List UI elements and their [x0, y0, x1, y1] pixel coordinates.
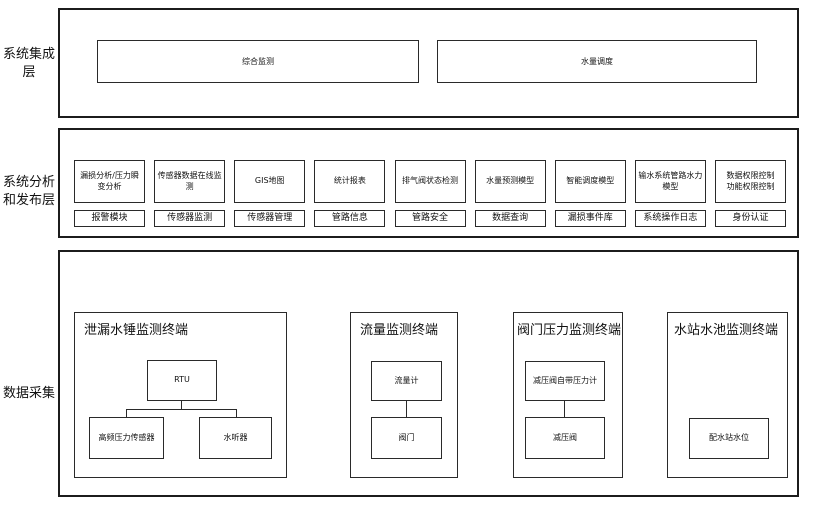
- rtu-box: RTU: [147, 360, 217, 401]
- water-station-level-box: 配水站水位: [689, 418, 769, 459]
- pressure-reducing-valve-gauge-box: 减压阀自带压力计: [525, 361, 605, 401]
- connector-line: [181, 401, 182, 410]
- analysis-module-row: 漏损分析/压力瞬变分析 传感器数据在线监测 GIS地图 统计报表 排气阀状态检测…: [74, 160, 786, 203]
- pressure-reducing-valve-box: 减压阀: [525, 417, 605, 459]
- submodule-box-pipeline-info: 管路信息: [314, 210, 386, 227]
- submodule-box-system-operation-log: 系统操作日志: [634, 210, 706, 227]
- module-box-smart-dispatch-model: 智能调度模型: [554, 160, 626, 203]
- water-dispatch-box: 水量调度: [437, 40, 757, 83]
- valve-box: 阀门: [371, 417, 442, 459]
- submodule-box-identity-auth: 身份认证: [715, 210, 786, 227]
- flow-monitoring-terminal-group: 流量监测终端 流量计 阀门: [350, 312, 458, 478]
- module-box-statistic-report: 统计报表: [314, 160, 386, 203]
- flow-meter-box: 流量计: [371, 361, 442, 401]
- flow-monitoring-terminal-title: 流量监测终端: [360, 323, 439, 338]
- module-box-air-valve-status: 排气阀状态检测: [394, 160, 466, 203]
- leak-water-hammer-terminal-group: 泄漏水锤监测终端 RTU 高频压力传感器 水听器: [74, 312, 287, 478]
- connector-line: [126, 409, 237, 410]
- module-box-sensor-online-monitoring: 传感器数据在线监测: [154, 160, 226, 203]
- submodule-box-sensor-management: 传感器管理: [234, 210, 306, 227]
- connector-line: [126, 409, 127, 418]
- submodule-box-alarm-module: 报警模块: [74, 210, 145, 227]
- data-collection-layer-label: 数据采集: [2, 386, 55, 401]
- water-station-pool-terminal-title: 水站水池监测终端: [674, 323, 779, 338]
- integration-layer-label: 系统集成层: [2, 47, 55, 81]
- connector-line: [564, 401, 565, 417]
- valve-pressure-terminal-title: 阀门压力监测终端: [517, 323, 622, 338]
- module-box-permission-control: 数据权限控制 功能权限控制: [715, 160, 786, 203]
- hydrophone-box: 水听器: [199, 417, 272, 459]
- module-box-gis-map: GIS地图: [234, 160, 306, 203]
- connector-line: [406, 401, 407, 417]
- module-box-water-forecast-model: 水量预测模型: [474, 160, 546, 203]
- module-box-hydraulic-model: 输水系统管路水力模型: [634, 160, 706, 203]
- submodule-box-sensor-monitoring: 传感器监测: [154, 210, 226, 227]
- valve-pressure-terminal-group: 阀门压力监测终端 减压阀自带压力计 减压阀: [513, 312, 623, 478]
- module-box-leak-pressure-analysis: 漏损分析/压力瞬变分析: [74, 160, 145, 203]
- connector-line: [236, 409, 237, 418]
- submodule-box-pipeline-safety: 管路安全: [394, 210, 466, 227]
- analysis-submodule-row: 报警模块 传感器监测 传感器管理 管路信息 管路安全 数据查询 漏损事件库 系统…: [74, 210, 786, 227]
- water-station-pool-terminal-group: 水站水池监测终端 配水站水位: [667, 312, 788, 478]
- analysis-layer-label: 系统分析和发布层: [2, 175, 55, 209]
- submodule-box-leak-event-library: 漏损事件库: [554, 210, 626, 227]
- high-freq-pressure-sensor-box: 高频压力传感器: [89, 417, 164, 459]
- submodule-box-data-query: 数据查询: [474, 210, 546, 227]
- integrated-monitoring-box: 综合监测: [97, 40, 419, 83]
- leak-water-hammer-terminal-title: 泄漏水锤监测终端: [84, 323, 189, 338]
